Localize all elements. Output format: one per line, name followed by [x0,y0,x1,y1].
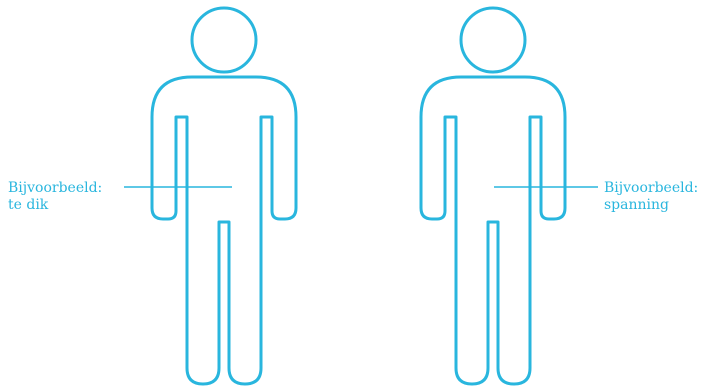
label-left: Bijvoorbeeld: te dik [8,180,102,214]
label-right-line-1: Bijvoorbeeld: [604,180,698,197]
figure-body-right [421,77,565,384]
label-left-line-2: te dik [8,197,102,214]
label-right-line-2: spanning [604,197,698,214]
human-figure-right [421,8,598,384]
figure-head-right [461,8,525,72]
human-figure-left [124,8,296,384]
label-left-line-1: Bijvoorbeeld: [8,180,102,197]
label-right: Bijvoorbeeld: spanning [604,180,698,214]
figure-head-left [192,8,256,72]
figure-body-left [152,77,296,384]
